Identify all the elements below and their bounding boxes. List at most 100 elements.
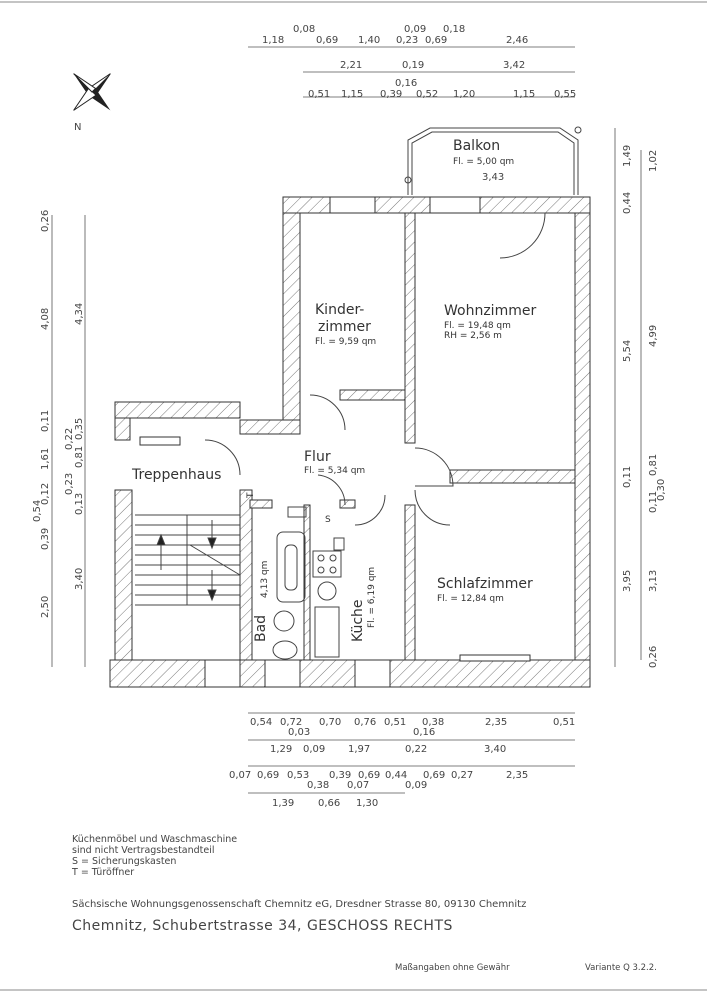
bad-area: 4,13 qm (260, 561, 270, 598)
dimension-label-right: 0,26 (648, 646, 659, 668)
dimension-label-left: 0,26 (40, 210, 51, 232)
dimension-label-bottom: 0,76 (354, 717, 376, 728)
dimension-label-bottom: 0,72 (280, 717, 302, 728)
dimension-label-left: 0,54 (32, 500, 43, 522)
kitchen-fixtures (312, 537, 345, 658)
dimension-label-top: 1,20 (453, 89, 475, 100)
dimension-label-top: 0,18 (443, 24, 465, 35)
dimension-label-right: 0,44 (622, 192, 633, 214)
balkon-label: Balkon (453, 138, 500, 154)
stairs (135, 514, 241, 606)
dimension-label-left: 3,40 (74, 568, 85, 590)
dimension-label-bottom: 3,40 (484, 744, 506, 755)
dimension-label-bottom: 0,54 (250, 717, 272, 728)
dimension-label-bottom: 0,44 (385, 770, 407, 781)
dimension-label-top: 2,21 (340, 60, 362, 71)
dimension-label-bottom: 0,69 (257, 770, 279, 781)
balkon-width: 3,43 (482, 172, 504, 183)
dimension-label-left: 0,22 (64, 428, 75, 450)
dimension-label-bottom: 0,07 (347, 780, 369, 791)
dimension-label-top: 1,18 (262, 35, 284, 46)
dimension-label-top: 1,15 (513, 89, 535, 100)
balkon (404, 126, 582, 195)
dimension-label-bottom: 0,38 (422, 717, 444, 728)
dimension-label-bottom: 0,69 (358, 770, 380, 781)
wohnzimmer-label: Wohnzimmer (444, 303, 536, 319)
dimension-label-bottom: 0,51 (384, 717, 406, 728)
dimension-label-bottom: 0,16 (413, 727, 435, 738)
dimension-label-top: 0,52 (416, 89, 438, 100)
dimension-label-bottom: 0,27 (451, 770, 473, 781)
wohnzimmer-area: Fl. = 19,48 qm (444, 321, 511, 331)
dimension-label-bottom: 0,03 (288, 727, 310, 738)
dimension-label-right: 3,95 (622, 570, 633, 592)
dimension-label-bottom: 2,35 (506, 770, 528, 781)
wohnzimmer-height: RH = 2,56 m (444, 331, 502, 341)
dimension-label-top: 2,46 (506, 35, 528, 46)
balkon-area: Fl. = 5,00 qm (453, 157, 514, 167)
dimension-label-bottom: 0,07 (229, 770, 251, 781)
disclaimer: Maßangaben ohne Gewähr (395, 963, 510, 973)
kinderzimmer-area: Fl. = 9,59 qm (315, 337, 376, 347)
address-title: Chemnitz, Schubertstrasse 34, GESCHOSS R… (72, 918, 453, 934)
dimension-label-bottom: 1,29 (270, 744, 292, 755)
dimension-label-bottom: 0,69 (423, 770, 445, 781)
bathroom-fixtures (272, 506, 307, 660)
dimension-label-bottom: 1,39 (272, 798, 294, 809)
dimension-label-right: 1,49 (622, 145, 633, 167)
dimension-label-top: 3,42 (503, 60, 525, 71)
dimension-label-right: 0,30 (656, 479, 667, 501)
dimension-label-top: 0,51 (308, 89, 330, 100)
dimension-label-top: 1,15 (341, 89, 363, 100)
dimension-label-left: 0,11 (40, 410, 51, 432)
dimension-label-top: 0,55 (554, 89, 576, 100)
dimension-label-left: 0,39 (40, 528, 51, 550)
dimension-label-left: 0,81 (74, 446, 85, 468)
dimension-label-bottom: 0,38 (307, 780, 329, 791)
dimension-label-right: 0,11 (622, 466, 633, 488)
dimension-label-top: 0,16 (395, 78, 417, 89)
dimension-label-top: 1,40 (358, 35, 380, 46)
dimension-label-right: 3,13 (648, 570, 659, 592)
company-line: Sächsische Wohnungsgenossenschaft Chemni… (72, 899, 527, 910)
dimension-label-left: 1,61 (40, 448, 51, 470)
dimension-label-left: 4,08 (40, 308, 51, 330)
door-opener-marker: T (246, 492, 256, 499)
dimension-label-left: 0,35 (74, 418, 85, 440)
dimension-label-top: 0,08 (293, 24, 315, 35)
flur-label: Flur (304, 449, 331, 465)
dimension-label-left: 0,23 (64, 473, 75, 495)
dimension-label-right: 0,11 (648, 491, 659, 513)
schlafzimmer-label: Schlafzimmer (437, 576, 533, 592)
dimension-label-bottom: 0,09 (303, 744, 325, 755)
kueche-label: Küche (350, 599, 366, 642)
kinderzimmer-label-2: zimmer (318, 319, 371, 335)
note-line: Küchenmöbel und Waschmaschine (72, 834, 238, 845)
dimension-label-right: 0,81 (648, 454, 659, 476)
dimension-label-left: 0,13 (74, 493, 85, 515)
dimension-label-right: 1,02 (648, 150, 659, 172)
note-line: sind nicht Vertragsbestandteil (72, 845, 215, 856)
dimension-label-right: 4,99 (648, 325, 659, 347)
dimension-label-top: 0,69 (316, 35, 338, 46)
kueche-area: Fl. = 6,19 qm (367, 567, 377, 628)
dimension-label-top: 0,23 (396, 35, 418, 46)
dimension-label-top: 0,39 (380, 89, 402, 100)
dimension-label-bottom: 0,22 (405, 744, 427, 755)
doors (204, 212, 546, 526)
dimension-label-bottom: 1,97 (348, 744, 370, 755)
dimension-label-bottom: 2,35 (485, 717, 507, 728)
dimension-label-bottom: 0,39 (329, 770, 351, 781)
bad-label: Bad (253, 615, 269, 642)
dimension-label-top: 0,09 (404, 24, 426, 35)
dimension-label-top: 0,69 (425, 35, 447, 46)
notes: Küchenmöbel und Waschmaschine sind nicht… (72, 834, 237, 878)
variant-label: Variante Q 3.2.2. (585, 963, 657, 973)
flur-area: Fl. = 5,34 qm (304, 466, 365, 476)
note-line: S = Sicherungskasten (72, 856, 177, 867)
compass-north-label: N (74, 122, 81, 133)
compass-icon (73, 73, 111, 111)
dimension-label-bottom: 0,09 (405, 780, 427, 791)
note-line: T = Türöffner (72, 867, 135, 878)
dimension-label-right: 5,54 (622, 340, 633, 362)
